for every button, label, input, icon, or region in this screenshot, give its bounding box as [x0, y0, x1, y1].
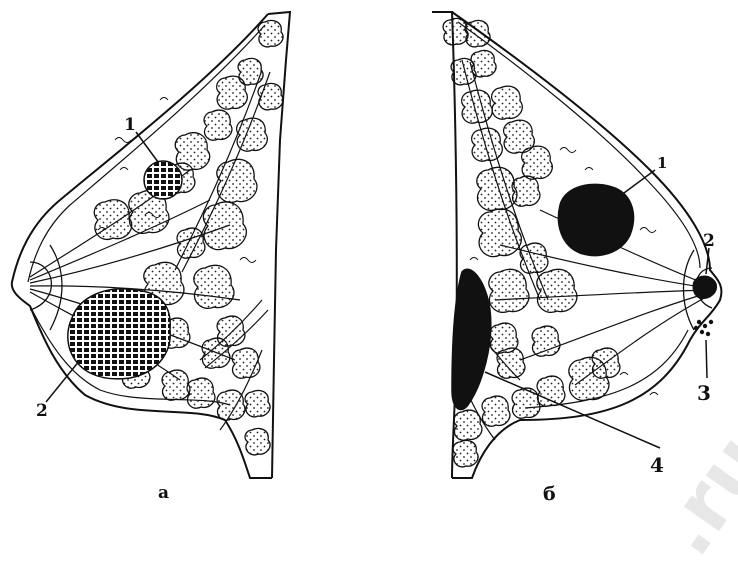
panel-b-lesion-4 — [452, 269, 491, 409]
breast-diagram-figure: 1 2 а — [0, 0, 738, 507]
panel-a — [12, 12, 290, 478]
panel-a-label: а — [158, 483, 169, 503]
panel-a-callout-1: 1 — [124, 115, 136, 135]
panel-b-lesion-2 — [693, 276, 716, 298]
panel-a-callout-2: 2 — [36, 401, 48, 421]
panel-b-callout-1: 1 — [657, 154, 667, 172]
panel-b-label: б — [543, 483, 556, 505]
panel-a-lesion-1 — [144, 161, 182, 199]
panel-a-lesion-2 — [68, 289, 170, 379]
panel-b-callout-4: 4 — [650, 453, 664, 477]
panel-b-callout-2: 2 — [703, 231, 715, 251]
panel-b — [432, 12, 721, 478]
panel-b-callout-3: 3 — [697, 381, 711, 405]
panel-a-chest-wall — [268, 12, 290, 478]
